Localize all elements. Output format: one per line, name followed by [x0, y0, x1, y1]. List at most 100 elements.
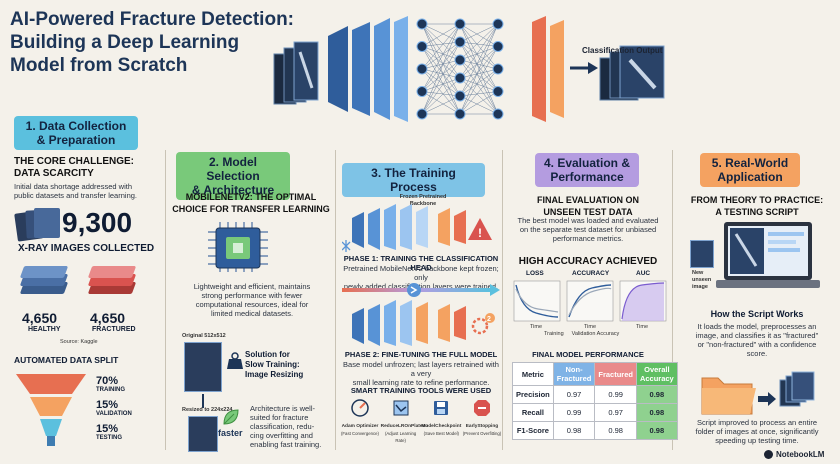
- phase2-diagram: 2: [352, 300, 495, 346]
- leaf-icon: [223, 409, 239, 425]
- performance-table: Metric Non-Fractured Fractured Overall A…: [512, 362, 678, 440]
- save-icon: [434, 401, 449, 415]
- tool-reducelr: ReduceLROnPlateau (Adjust Learning Rate): [381, 398, 428, 444]
- divider: [165, 150, 166, 450]
- high-accuracy-heading: HIGH ACCURACY ACHIEVED: [518, 256, 658, 267]
- notebooklm-logo-icon: [764, 450, 773, 459]
- divider: [335, 150, 336, 450]
- brand-badge[interactable]: NotebookLM: [764, 450, 824, 459]
- folder-text: Script improved to process an entire fol…: [695, 418, 819, 445]
- testing-script-heading: FROM THEORY TO PRACTICE: A TESTING SCRIP…: [690, 195, 824, 217]
- table-row: Precision 0.97 0.99 0.98: [512, 385, 678, 404]
- final-eval-heading: FINAL EVALUATION ON UNSEEN TEST DATA: [537, 195, 639, 217]
- nn-node: [492, 63, 504, 75]
- original-xray-thumb: [184, 342, 222, 392]
- laptop-icon: [716, 222, 820, 288]
- split-item: 70% TRAINING: [96, 375, 125, 394]
- final-eval-text: The best model was loaded and evaluated …: [517, 216, 659, 243]
- perf-title: FINAL MODEL PERFORMANCE: [532, 350, 644, 359]
- svg-text:2: 2: [487, 316, 491, 323]
- phase1-title: PHASE 1: TRAINING THE CLASSIFICATION HEA…: [343, 254, 499, 272]
- cpu-chip-icon: [208, 222, 268, 272]
- page-title: AI-Powered Fracture Detection: Building …: [10, 9, 294, 76]
- fractured-label: FRACTURED: [92, 326, 136, 333]
- chart-title-accuracy: ACCURACY: [572, 270, 610, 277]
- divider: [672, 150, 673, 450]
- chart-title-loss: LOSS: [526, 270, 544, 277]
- gear-icon: [471, 317, 489, 335]
- table-row: Recall 0.99 0.97 0.98: [512, 403, 678, 422]
- nn-node: [416, 18, 428, 30]
- split-item: 15% VALIDATION: [96, 399, 132, 418]
- snowflake-icon: [342, 240, 351, 252]
- classification-output-label: Classification Output: [582, 46, 663, 55]
- tool-adam: Adam Optimizer (Fast Convergence): [340, 398, 380, 444]
- core-challenge-text: Initial data shortage addressed with pub…: [14, 182, 137, 200]
- fractured-count: 4,650: [90, 310, 126, 326]
- svg-text:!: !: [478, 226, 482, 240]
- phase-transition-arrow: [342, 283, 500, 297]
- section-2-header: 2. Model Selection & Architecture: [176, 152, 290, 200]
- how-script-works-text: It loads the model, preprocesses an imag…: [695, 322, 819, 358]
- section-1-header: 1. Data Collection & Preparation: [14, 116, 138, 150]
- chart-title-auc: AUC: [636, 270, 651, 277]
- tool-earlystopping: EarlyStopping (Prevent Overfitting): [462, 398, 502, 444]
- xray-stack-icon: [14, 208, 60, 242]
- weight-icon: [227, 352, 243, 369]
- chart-xlabel-loss: Time: [530, 324, 543, 330]
- nn-node: [454, 72, 466, 84]
- training-curves: LOSS ACCURACY AUC Time Time Time Trainin…: [508, 270, 670, 337]
- table-header: Fractured: [594, 362, 637, 386]
- table-header: Non-Fractured: [552, 362, 596, 386]
- resize-arrow: [202, 394, 204, 408]
- nn-node: [454, 108, 466, 120]
- output-blocks: [532, 16, 564, 122]
- chart-legend: Training Validation Accuracy: [544, 331, 620, 337]
- new-image-thumb: [690, 240, 714, 268]
- healthy-count: 4,650: [22, 310, 58, 326]
- folder-batch-icon: [701, 371, 815, 415]
- nn-node: [492, 108, 504, 120]
- chart-xlabel-accuracy: Time: [584, 324, 597, 330]
- tool-checkpoint: ModelCheckpoint (Save Best Model): [421, 398, 461, 444]
- section-5-header: 5. Real-World Application: [700, 153, 800, 187]
- nn-node: [492, 41, 504, 52]
- frozen-backbone-label: Frozen Pretrained Backbone: [399, 194, 447, 207]
- tools-title: SMART TRAINING TOOLS WERE USED: [350, 386, 492, 395]
- section-4-header: 4. Evaluation & Performance: [535, 153, 639, 187]
- table-row: F1-Score 0.98 0.98 0.98: [512, 421, 678, 440]
- nn-node: [416, 108, 428, 120]
- stop-icon: [473, 400, 490, 416]
- chart-xlabel-auc: Time: [636, 324, 649, 330]
- healthy-label: HEALTHY: [28, 326, 61, 333]
- resize-solution: Solution for Slow Training: Image Resizi…: [245, 350, 304, 379]
- fractured-stack-icon: [86, 262, 138, 304]
- core-challenge-heading: THE CORE CHALLENGE: DATA SCARCITY: [14, 156, 134, 179]
- auc-area: [622, 283, 664, 321]
- mobilenet-text: Lightweight and efficient, maintains str…: [193, 282, 311, 318]
- input-xray-stack: [273, 41, 319, 105]
- table-header: Overall Accuracy: [635, 362, 678, 386]
- new-unseen-label: New unseen image: [692, 270, 712, 290]
- faster-label: faster: [218, 428, 243, 438]
- nn-node: [416, 41, 428, 52]
- phase2-title: PHASE 2: FINE-TUNING THE FULL MODEL: [344, 350, 498, 359]
- hero-neural-network: [273, 16, 665, 122]
- resized-xray-thumb: [188, 416, 218, 452]
- loss-validation-line: [515, 288, 559, 313]
- healthy-stack-icon: [18, 262, 70, 304]
- output-xray-stack: [599, 45, 665, 101]
- nn-node: [416, 63, 428, 75]
- phase2-text: Base model unfrozen; last layers retrain…: [343, 360, 499, 387]
- how-script-works-title: How the Script Works: [710, 309, 804, 319]
- split-title: AUTOMATED DATA SPLIT: [14, 355, 119, 365]
- nn-node: [454, 54, 466, 66]
- nn-node: [492, 18, 504, 30]
- image-count-label: X-RAY IMAGES COLLECTED: [18, 243, 155, 254]
- image-count: 9,300: [62, 207, 133, 238]
- funnel-icon: [16, 374, 86, 446]
- original-size-label: Original 512x512: [182, 333, 226, 339]
- curves-svg: [513, 280, 667, 322]
- phase1-text: Pretrained MobileNetV2 backbone kept fro…: [343, 264, 499, 291]
- architecture-text: Architecture is well- suited for fractur…: [250, 404, 322, 449]
